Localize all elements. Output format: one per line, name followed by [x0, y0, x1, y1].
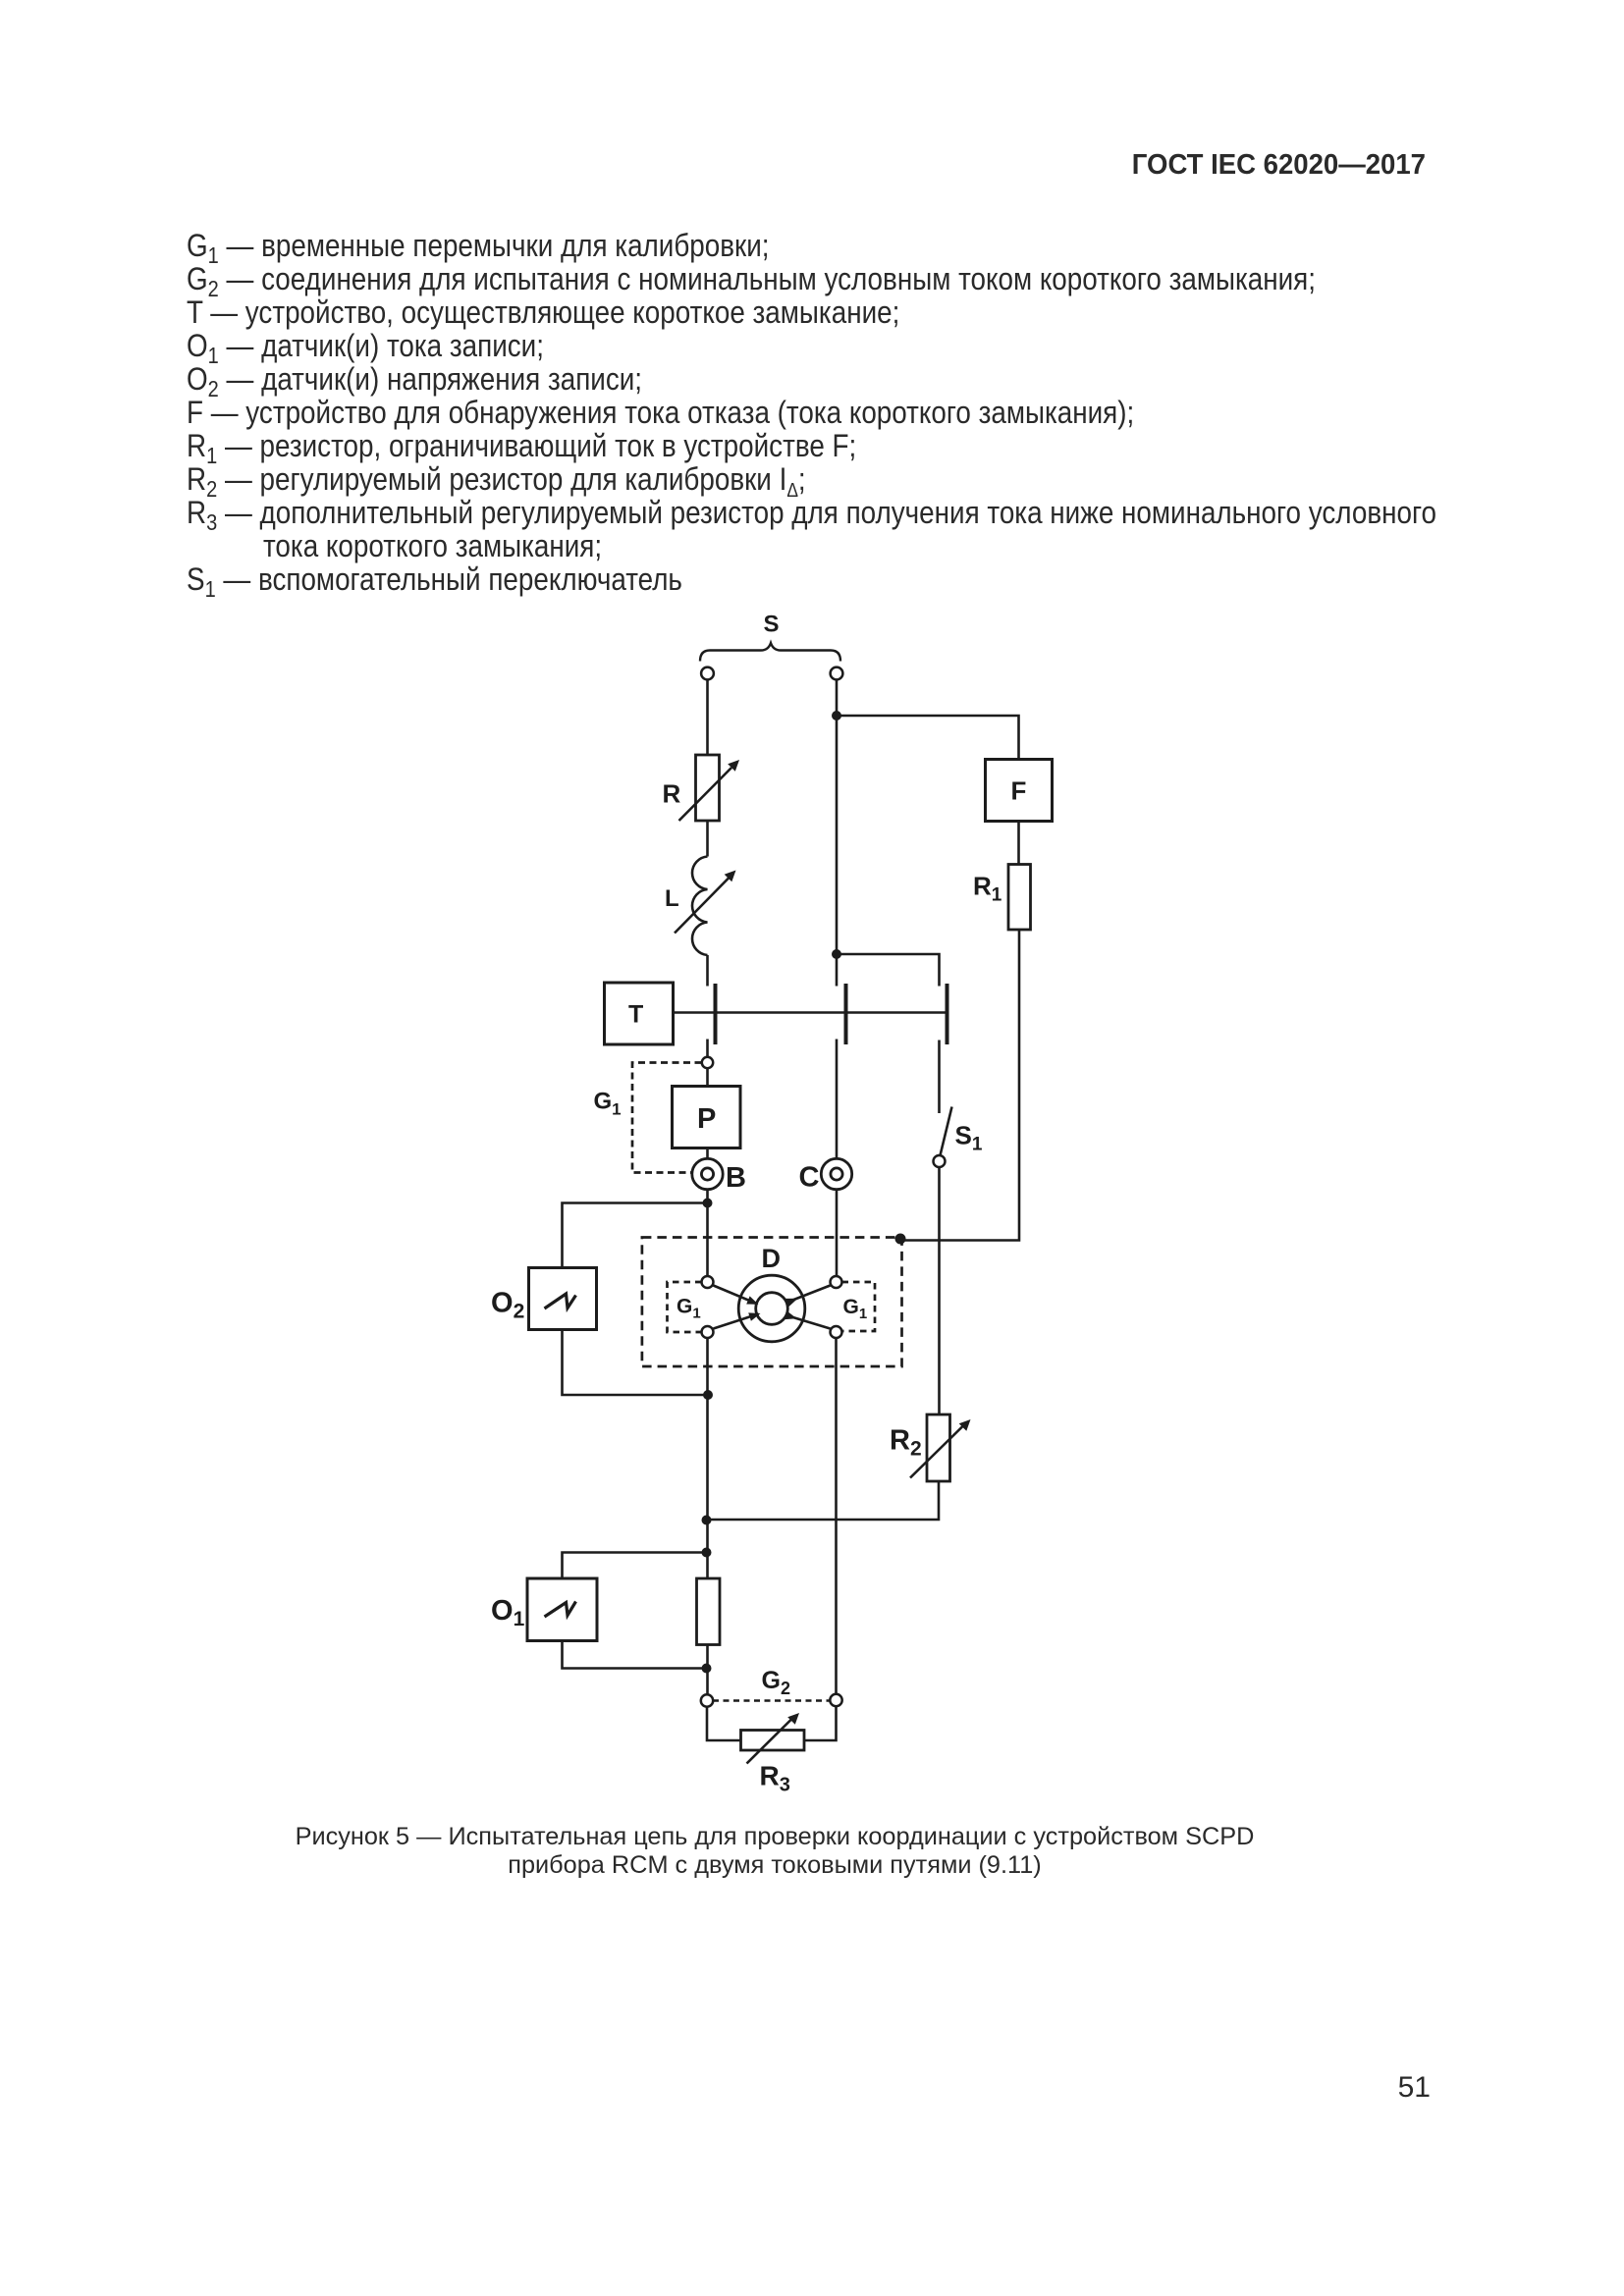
- svg-text:R1 — резистор, ограничивающий: R1 — резистор, ограничивающий ток в устр…: [187, 429, 856, 468]
- svg-text:G1 — временные перемычки для к: G1 — временные перемычки для калибровки;: [187, 229, 769, 268]
- svg-text:T: T: [628, 1001, 643, 1029]
- svg-text:тока короткого замыкания;: тока короткого замыкания;: [263, 529, 602, 563]
- svg-text:Рисунок 5 — Испытательная цепь: Рисунок 5 — Испытательная цепь для прове…: [296, 1823, 1255, 1850]
- svg-text:T — устройство, осуществляющее: T — устройство, осуществляющее короткое …: [187, 295, 899, 330]
- svg-text:51: 51: [1398, 2071, 1431, 2104]
- svg-text:F — устройство для обнаружения: F — устройство для обнаружения тока отка…: [187, 396, 1134, 430]
- svg-text:G1: G1: [594, 1089, 622, 1119]
- svg-text:прибора RCM с двумя токовыми п: прибора RCM с двумя токовыми путями (9.1…: [508, 1851, 1041, 1879]
- svg-text:R: R: [663, 779, 681, 809]
- svg-text:D: D: [762, 1244, 782, 1273]
- svg-text:S1 — вспомогательный переключа: S1 — вспомогательный переключатель: [187, 562, 682, 602]
- svg-text:O1 — датчик(и) тока записи;: O1 — датчик(и) тока записи;: [187, 329, 544, 368]
- svg-text:P: P: [697, 1103, 716, 1135]
- svg-text:R3 — дополнительный регулируем: R3 — дополнительный регулируемый резисто…: [187, 496, 1436, 535]
- svg-text:R2: R2: [890, 1425, 922, 1461]
- svg-text:R2 — регулируемый резистор для: R2 — регулируемый резистор для калибровк…: [187, 462, 806, 502]
- svg-text:R1: R1: [973, 872, 1002, 906]
- svg-text:G1: G1: [843, 1296, 868, 1322]
- svg-text:B: B: [726, 1162, 746, 1194]
- svg-text:O2: O2: [491, 1288, 524, 1323]
- svg-text:O1: O1: [491, 1595, 525, 1630]
- svg-text:L: L: [665, 885, 679, 912]
- svg-text:O2 — датчик(и) напряжения запи: O2 — датчик(и) напряжения записи;: [187, 362, 642, 401]
- svg-text:ГОСТ IEC 62020—2017: ГОСТ IEC 62020—2017: [1132, 147, 1426, 180]
- svg-text:S: S: [764, 612, 780, 638]
- svg-text:G2: G2: [762, 1667, 790, 1698]
- svg-text:C: C: [799, 1162, 820, 1194]
- svg-text:G1: G1: [677, 1296, 701, 1322]
- svg-text:G2 — соединения для испытания: G2 — соединения для испытания с номиналь…: [187, 262, 1316, 301]
- svg-text:S1: S1: [955, 1121, 983, 1155]
- svg-text:F: F: [1011, 776, 1027, 806]
- svg-text:R3: R3: [760, 1761, 790, 1796]
